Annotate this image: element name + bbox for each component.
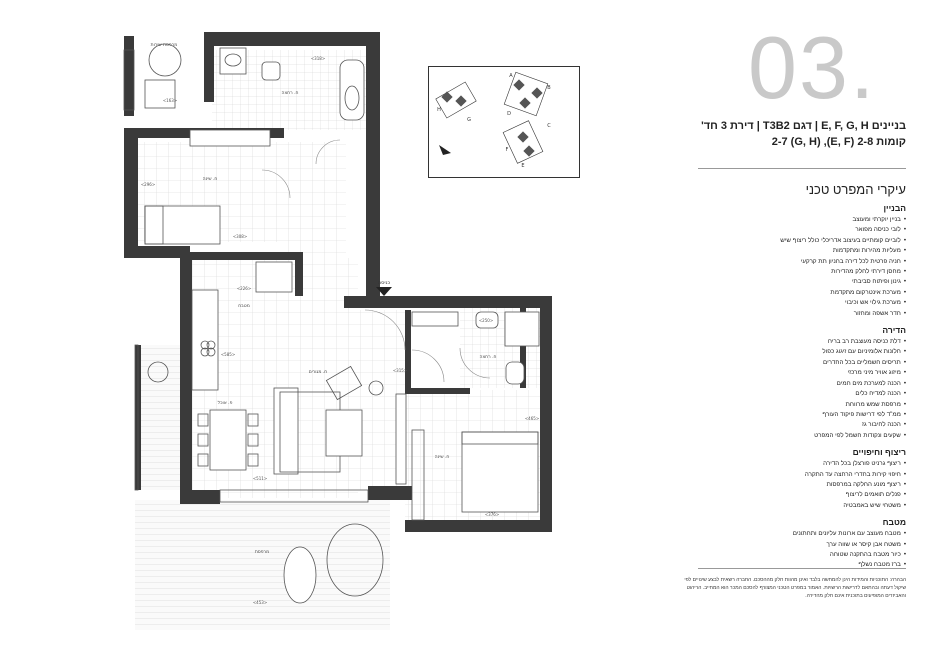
spec-list: מטבח מעוצב עם ארונות עליונים ותחתונים מש…	[660, 529, 906, 571]
plan-title: בניינים E, F, G, H | דגם T3B2 | דירת 3 ח…	[701, 120, 906, 132]
spec-list: ריצוף גרניט פורצלן בכל הדירה חיפוי קירות…	[660, 459, 906, 511]
spec-item: בניין יוקרתי ומעוצב	[660, 215, 906, 225]
furniture	[144, 43, 540, 604]
spec-item: ברז מטבח נשלף	[660, 560, 906, 570]
walls	[124, 32, 552, 532]
spec-item: מיזוג אוויר מיני מרכזי	[660, 368, 906, 378]
spec-item: ממ"ד לפי דרישות פיקוד העורף	[660, 410, 906, 420]
master-bedroom-label: ח. שינה	[435, 455, 450, 460]
spec-item: מערכת גילוי אש וכיבוי	[660, 298, 906, 308]
spec-section-heading: ריצוף וחיפויים	[852, 447, 906, 458]
spec-item: לובי כניסה מפואר	[660, 225, 906, 235]
entrance-label: כניסה	[378, 280, 391, 286]
dimension-label: <376>	[485, 512, 499, 517]
dimension-label: <453>	[253, 600, 267, 605]
spec-item: הכנה למערכת מים חמים	[660, 379, 906, 389]
spec-item: פנלים תואמים לריצוף	[660, 490, 906, 500]
spec-item: תריסים חשמליים בכל החדרים	[660, 358, 906, 368]
dining-label: פ. אוכל	[218, 401, 233, 406]
spec-item: מחסן דירתי לחלק מהדירות	[660, 267, 906, 277]
spec-item: מטבח מעוצב עם ארונות עליונים ותחתונים	[660, 529, 906, 539]
key-map-building-label: A	[509, 73, 513, 79]
spec-title: עיקרי המפרט טכני	[805, 182, 906, 197]
dimension-label: <296>	[141, 182, 155, 187]
dimension-label: <511>	[253, 476, 267, 481]
key-map-building-label: G	[467, 117, 471, 123]
spec-item: גינון ופיתוח סביבתי	[660, 277, 906, 287]
spec-item: ריצוף גרניט פורצלן בכל הדירה	[660, 459, 906, 469]
spec-item: משטחי שיש באמבטיה	[660, 501, 906, 511]
service-balcony-label: מרפסת שירות	[151, 43, 178, 48]
key-map-building-label: H	[437, 107, 441, 113]
balcony-label: מרפסת	[255, 550, 269, 555]
plan-header: בניינים E, F, G, H | דגם T3B2 | דירת 3 ח…	[600, 118, 906, 150]
bathroom-label: ח. רחצה	[282, 91, 299, 96]
north-arrow-icon	[439, 145, 451, 155]
spec-list: דלת כניסה מעוצבת רב בריח חלונות אלומיניו…	[660, 337, 906, 441]
dimension-label: <315>	[393, 368, 407, 373]
windows	[123, 49, 425, 521]
plan-floors: קומות 2-8 (E, F), 2-7 (G, H)	[771, 136, 906, 148]
living-room-label: ח. מגורים	[309, 370, 328, 375]
spec-item: משטח אבן קיסר או שווה ערך	[660, 540, 906, 550]
dimension-label: <226>	[237, 286, 251, 291]
disclaimer-footnote: הבהרה: התוכניות והמידות הינן להמחשה בלבד…	[684, 577, 906, 599]
spec-item: שקעים ונקודות חשמל לפי המפרט	[660, 431, 906, 441]
key-map-building-label: C	[547, 123, 551, 129]
dimension-label: <163>	[163, 98, 177, 103]
key-map-building-label: B	[547, 85, 551, 91]
building-key-map: A B C D E F G H	[428, 66, 580, 178]
parents-bathroom-label: ח. רחצה	[480, 355, 497, 360]
dimension-label: <318>	[311, 56, 325, 61]
dimension-label: <308>	[233, 234, 247, 239]
spec-list: בניין יוקרתי ומעוצב לובי כניסה מפואר לוב…	[660, 215, 906, 319]
spec-section-heading: מטבח	[882, 517, 906, 528]
spec-item: מעליות מהירות ומתקדמות	[660, 246, 906, 256]
dimension-label: <465>	[525, 416, 539, 421]
spec-item: כיור מטבח בהתקנה שטוחה	[660, 550, 906, 560]
key-map-building-label: D	[507, 111, 511, 117]
spec-item: חדר אשפה ומחזור	[660, 309, 906, 319]
entrance-arrow-icon	[376, 287, 392, 296]
key-map-drawing: A B C D E F G H	[435, 71, 551, 169]
spec-section-heading: הבניין	[883, 203, 906, 213]
spec-item: מערכת אינטרקום מתקדמת	[660, 288, 906, 298]
divider	[698, 568, 906, 569]
spec-item: מרפסת שמש מרווחת	[660, 400, 906, 410]
divider	[698, 168, 906, 169]
spec-item: חניה פרטית לכל דירה בחניון תת קרקעי	[660, 257, 906, 267]
kitchen-label: מטבח	[238, 304, 250, 309]
dimension-label: <585>	[221, 352, 235, 357]
spec-item: דלת כניסה מעוצבת רב בריח	[660, 337, 906, 347]
key-map-building-label: E	[521, 163, 524, 169]
spec-item: חיפוי קירות בחדרי הרחצה עד התקרה	[660, 470, 906, 480]
doors	[261, 139, 491, 383]
plan-number: 03.	[748, 18, 877, 117]
technical-spec: עיקרי המפרט טכני הבניין בניין יוקרתי ומע…	[660, 182, 906, 571]
spec-item: ריצוף מונע החלקה במרפסות	[660, 480, 906, 490]
spec-item: הכנה למדיח כלים	[660, 389, 906, 399]
bedroom-label: ח. שינה	[203, 177, 218, 182]
spec-item: לוביים קומתיים בעיצוב אדריכלי כולל ריצוף…	[660, 236, 906, 246]
key-map-building-label: F	[506, 147, 509, 153]
spec-section-heading: הדירה	[882, 325, 906, 336]
dimension-label: <250>	[479, 318, 493, 323]
spec-item: חלונות אלומיניום עם זיגוג כפול	[660, 347, 906, 357]
floor-plan: כניסה מרפסת שירות ח. רחצה ח. שינה מטבח ח…	[123, 32, 552, 630]
spec-item: הכנה לחיבור גז	[660, 420, 906, 430]
